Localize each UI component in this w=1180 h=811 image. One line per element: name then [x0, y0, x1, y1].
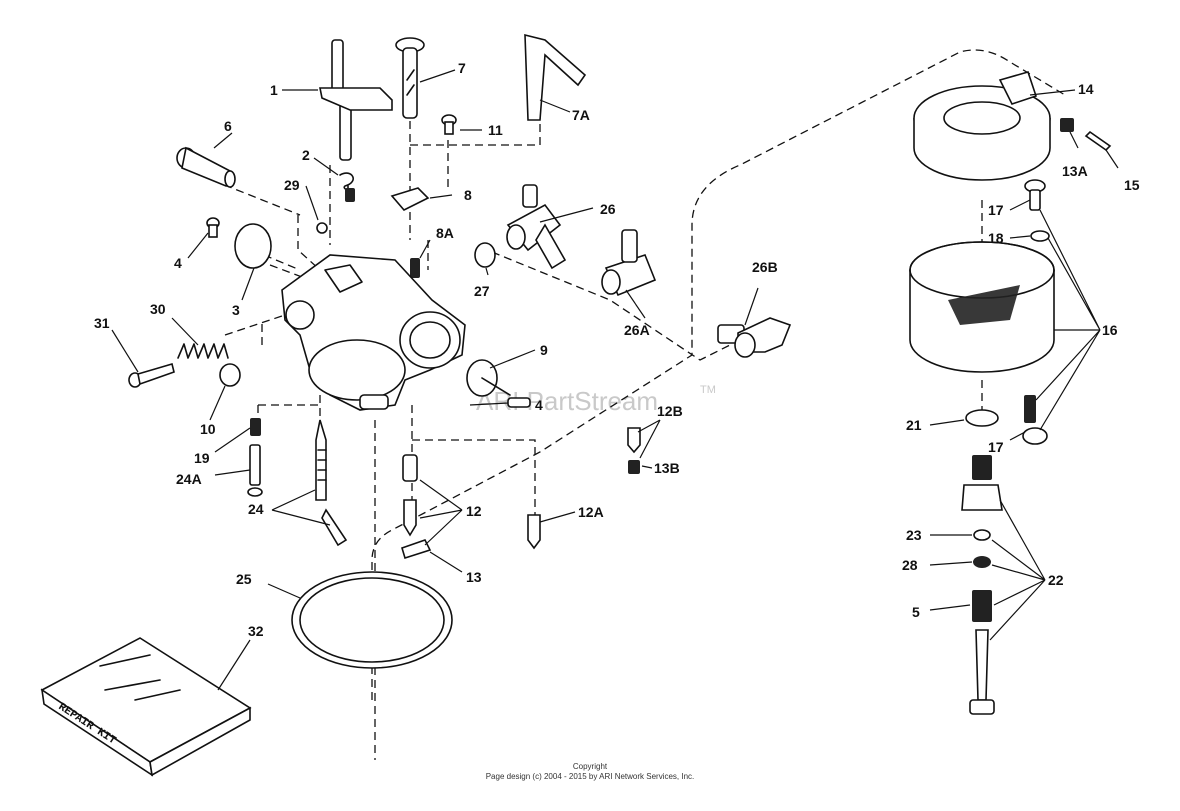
- callout-12b: 12B: [657, 403, 683, 419]
- inlet-needle-12a: [527, 514, 541, 550]
- spring-19: [250, 418, 261, 436]
- bowl-assembly-boundary: [371, 49, 1066, 700]
- pin-15: [1084, 130, 1112, 152]
- throttle-plate: [234, 223, 272, 269]
- repair-kit: REPAIR KIT: [40, 637, 252, 777]
- throttle-plate-screw: [206, 217, 220, 238]
- spring-17-lower: [1024, 395, 1036, 423]
- callout-3: 3: [232, 302, 240, 318]
- bowl-gasket: [291, 571, 453, 669]
- callout-26a: 26A: [624, 322, 650, 338]
- washer-21: [965, 409, 999, 427]
- callout-25: 25: [236, 571, 252, 587]
- callout-4: 4: [174, 255, 182, 271]
- callout-12: 12: [466, 503, 482, 519]
- spring-13a: [1060, 118, 1074, 132]
- choke-plate: [466, 359, 511, 397]
- washer-18: [1030, 230, 1050, 242]
- welch-plug: [219, 363, 241, 387]
- callout-24: 24: [248, 501, 264, 517]
- callout-19: 19: [194, 450, 210, 466]
- leader-lines: [111, 69, 1119, 691]
- idle-screw: [128, 362, 175, 388]
- callout-7: 7: [458, 60, 466, 76]
- callout-10: 10: [200, 421, 216, 437]
- callout-31: 31: [94, 315, 110, 331]
- choke-shaft: [395, 37, 425, 119]
- callout-5: 5: [912, 604, 920, 620]
- callout-17b: 17: [988, 439, 1004, 455]
- idle-spring: [177, 343, 229, 359]
- copyright-label: Copyright: [572, 762, 608, 771]
- fuel-fitting-26a: [601, 229, 657, 297]
- spring-8a: [410, 258, 420, 278]
- choke-plate-screw: [507, 397, 531, 408]
- inlet-needle-seat: [402, 454, 418, 537]
- callout-28: 28: [902, 557, 918, 573]
- callout-7a: 7A: [572, 107, 590, 123]
- callout-26b: 26B: [752, 259, 778, 275]
- spring-2: [339, 172, 355, 202]
- idle-needle: [247, 444, 263, 497]
- watermark: ARI PartStream: [476, 386, 658, 416]
- screw-11: [441, 114, 457, 135]
- air-filter-housing: [913, 71, 1051, 181]
- shaft-clip: [390, 187, 430, 211]
- choke-shaft-with-lever: [524, 33, 587, 121]
- callout-15: 15: [1124, 177, 1140, 193]
- callout-23: 23: [906, 527, 922, 543]
- fuel-fitting-26b: [717, 317, 792, 358]
- callout-11: 11: [488, 122, 503, 138]
- callout-8: 8: [464, 187, 472, 203]
- callout-2: 2: [302, 147, 310, 163]
- callout-16: 16: [1102, 322, 1118, 338]
- bowl-top-screw: [1024, 179, 1046, 211]
- copyright-line: Page design (c) 2004 - 2015 by ARI Netwo…: [485, 772, 695, 781]
- main-needle: [315, 419, 348, 547]
- callout-18: 18: [988, 230, 1004, 246]
- washer-17-lower: [1022, 427, 1048, 445]
- callout-4b: 4: [535, 397, 543, 413]
- callout-13: 13: [466, 569, 482, 585]
- watermark-tm: TM: [700, 384, 716, 396]
- callout-21: 21: [906, 417, 922, 433]
- callout-27: 27: [474, 283, 490, 299]
- callout-6: 6: [224, 118, 232, 134]
- carburetor-body: [281, 254, 466, 411]
- fuel-fitting-26: [506, 184, 567, 270]
- alignment-lines: [211, 108, 983, 760]
- callout-29: 29: [284, 177, 300, 193]
- spring-13b: [628, 460, 640, 474]
- float-bowl: [909, 241, 1055, 373]
- callout-26: 26: [600, 201, 616, 217]
- seal-washer: [474, 242, 496, 268]
- check-ball: [316, 222, 328, 234]
- callout-14: 14: [1078, 81, 1094, 97]
- callout-24a: 24A: [176, 471, 202, 487]
- callout-22: 22: [1048, 572, 1064, 588]
- throttle-shaft: [319, 39, 393, 161]
- callout-1: 1: [270, 82, 278, 98]
- callout-13b: 13B: [654, 460, 680, 476]
- callout-9: 9: [540, 342, 548, 358]
- needle-clip: [401, 539, 432, 560]
- page-footer: Copyright Page design (c) 2004 - 2015 by…: [0, 762, 1180, 782]
- drain-adjuster-assembly: [961, 455, 1003, 715]
- callout-12a: 12A: [578, 504, 604, 520]
- inlet-needle-12b: [627, 427, 641, 454]
- callout-13a: 13A: [1062, 163, 1088, 179]
- callout-30: 30: [150, 301, 166, 317]
- choke-plug: [176, 146, 236, 188]
- callouts: 1 2 3 4 4 5 6 7 7A 8 8A 9 10 11 12 12A 1…: [94, 60, 1140, 639]
- callout-32: 32: [248, 623, 264, 639]
- callout-17: 17: [988, 202, 1004, 218]
- callout-8a: 8A: [436, 225, 454, 241]
